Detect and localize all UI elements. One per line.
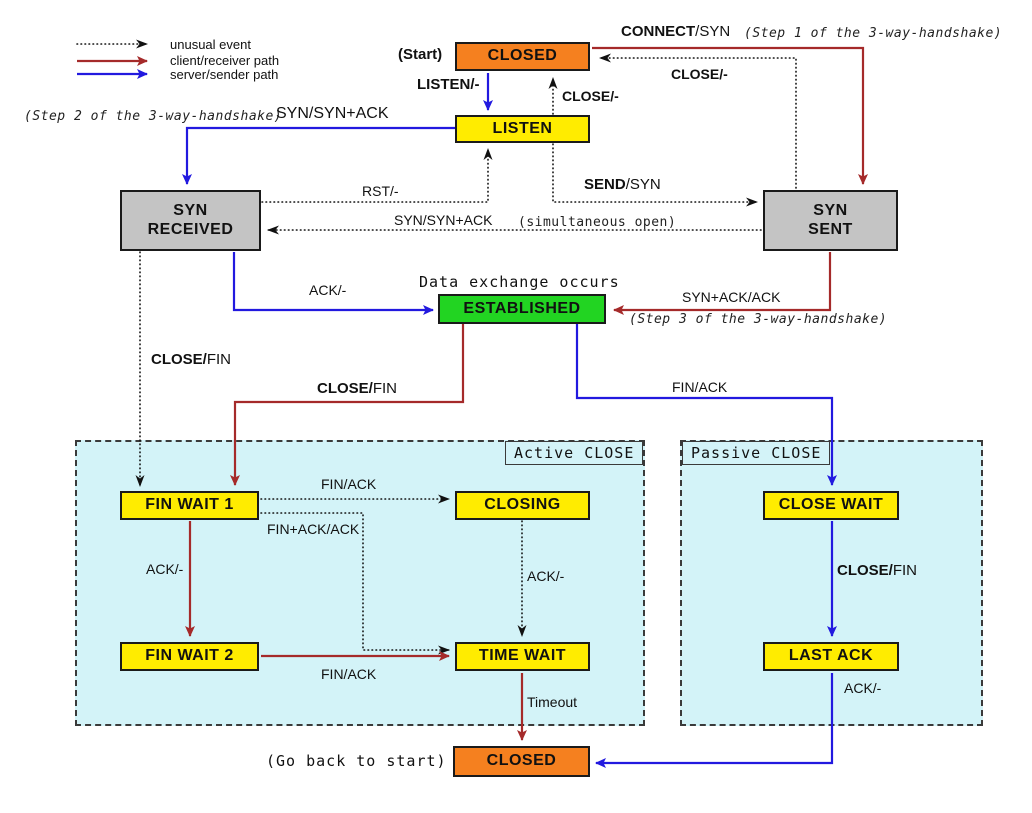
label-rest-part: FIN/ACK xyxy=(321,666,377,682)
simultaneous-open-annotation: (simultaneous open) xyxy=(518,215,677,230)
state-closed-start: CLOSED xyxy=(455,42,590,71)
state-time-wait: TIME WAIT xyxy=(455,642,590,671)
label-rest-part: FIN xyxy=(892,562,918,579)
arrow-established-to-finwait1 xyxy=(230,324,465,486)
arrow-closed-to-synsent xyxy=(592,46,868,185)
state-label: ESTABLISHED xyxy=(463,299,581,317)
state-label-line1: SYN xyxy=(173,202,208,220)
label-rest-part: Timeout xyxy=(527,694,578,710)
data-exchange-annotation: Data exchange occurs xyxy=(419,273,620,291)
state-label: CLOSING xyxy=(484,496,561,514)
start-annotation: (Start) xyxy=(398,46,443,63)
label-fin-ack-finwait2: FIN/ACK xyxy=(321,666,377,682)
state-listen: LISTEN xyxy=(455,115,590,143)
label-timeout: Timeout xyxy=(527,694,578,710)
label-ack-established: ACK/- xyxy=(309,282,347,298)
label-ack-lastack: ACK/- xyxy=(844,680,882,696)
legend-item-server-path: server/sender path xyxy=(170,67,279,82)
state-label: TIME WAIT xyxy=(478,647,567,665)
legend-item-unusual-event: unusual event xyxy=(170,37,251,52)
state-label: CLOSED xyxy=(487,47,558,65)
label-rst: RST/- xyxy=(362,183,399,199)
passive-close-label: Passive CLOSE xyxy=(682,441,831,465)
state-label-line2: SENT xyxy=(808,220,853,238)
label-finack-ack: FIN+ACK/ACK xyxy=(267,521,360,537)
label-bold-part: SEND xyxy=(584,176,626,193)
state-last-ack: LAST ACK xyxy=(763,642,899,671)
legend-item-client-path: client/receiver path xyxy=(170,53,280,68)
state-label-line2: RECEIVED xyxy=(147,220,234,238)
state-syn-sent: SYN SENT xyxy=(763,190,898,251)
state-label: FIN WAIT 1 xyxy=(145,496,234,514)
label-rest-part: SYN/SYN+ACK xyxy=(276,105,389,122)
label-rest-part: FIN+ACK/ACK xyxy=(267,521,360,537)
state-label: LISTEN xyxy=(492,119,553,137)
label-syn-synack-step2: SYN/SYN+ACK xyxy=(276,105,388,123)
label-close-fin-closewait: CLOSE/FIN xyxy=(837,562,918,580)
state-fin-wait-1: FIN WAIT 1 xyxy=(120,491,259,520)
label-rest-part: FIN/ACK xyxy=(321,476,377,492)
label-close-listen: CLOSE/- xyxy=(562,88,619,104)
label-rest-part: FIN/ACK xyxy=(672,379,728,395)
label-bold-part: LISTEN/- xyxy=(417,76,480,93)
label-rest-part: SYN+ACK/ACK xyxy=(682,289,781,305)
active-close-region xyxy=(75,440,645,726)
label-rest-part: ACK/- xyxy=(146,561,184,577)
label-close-fin-left: CLOSE/FIN xyxy=(151,351,232,369)
label-rest-part: /SYN xyxy=(625,176,661,193)
state-closing: CLOSING xyxy=(455,491,590,520)
arrow-listen-to-synreceived xyxy=(182,126,455,185)
label-bold-part: CLOSE/ xyxy=(151,351,207,368)
arrow-listen-to-synsent xyxy=(552,143,758,207)
label-bold-part: CLOSE/ xyxy=(317,380,373,397)
label-connect-syn: CONNECT/SYN xyxy=(621,23,731,41)
label-rest-part: FIN xyxy=(372,380,398,397)
state-label: LAST ACK xyxy=(788,647,874,665)
step1-annotation: (Step 1 of the 3-way-handshake) xyxy=(744,26,1003,41)
arrow-lastack-to-closed xyxy=(595,673,834,768)
label-fin-ack-finwait1: FIN/ACK xyxy=(321,476,377,492)
arrow-synreceived-to-established xyxy=(232,252,434,315)
state-syn-received: SYN RECEIVED xyxy=(120,190,261,251)
label-syn-synack-simultaneous: SYN/SYN+ACK xyxy=(394,212,493,228)
arrow-established-to-closewait xyxy=(575,324,837,486)
label-close-fin-mid: CLOSE/FIN xyxy=(317,380,398,398)
label-rest-part: ACK/- xyxy=(527,568,565,584)
arrow-synreceived-to-listen xyxy=(261,148,493,203)
label-close-synsent: CLOSE/- xyxy=(671,66,728,82)
step2-annotation: (Step 2 of the 3-way-handshake) xyxy=(24,109,283,124)
state-label-line1: SYN xyxy=(813,202,848,220)
label-listen-dash: LISTEN/- xyxy=(417,76,480,94)
state-label: FIN WAIT 2 xyxy=(145,647,234,665)
step3-annotation: (Step 3 of the 3-way-handshake) xyxy=(629,312,888,327)
state-label: CLOSED xyxy=(486,752,557,770)
label-send-syn: SEND/SYN xyxy=(584,176,661,194)
label-rest-part: SYN/SYN+ACK xyxy=(394,212,493,228)
go-back-annotation: (Go back to start) xyxy=(266,752,447,770)
label-rest-part: ACK/- xyxy=(309,282,347,298)
label-bold-part: CLOSE/- xyxy=(562,88,619,104)
active-close-label: Active CLOSE xyxy=(505,441,644,465)
state-close-wait: CLOSE WAIT xyxy=(763,491,899,520)
label-rest-part: FIN xyxy=(206,351,232,368)
state-closed-end: CLOSED xyxy=(453,746,590,777)
label-fin-ack-right: FIN/ACK xyxy=(672,379,728,395)
label-synack-ack: SYN+ACK/ACK xyxy=(682,289,781,305)
label-bold-part: CLOSE/- xyxy=(671,66,728,82)
state-fin-wait-2: FIN WAIT 2 xyxy=(120,642,259,671)
state-established: ESTABLISHED xyxy=(438,294,606,324)
label-rest-part: /SYN xyxy=(695,23,731,40)
label-rest-part: ACK/- xyxy=(844,680,882,696)
label-bold-part: CLOSE/ xyxy=(837,562,893,579)
arrow-synsent-to-established xyxy=(613,252,832,315)
label-ack-closing: ACK/- xyxy=(527,568,565,584)
state-label: CLOSE WAIT xyxy=(778,496,884,514)
arrow-synsent-to-closed xyxy=(599,53,797,189)
label-ack-finwait1: ACK/- xyxy=(146,561,184,577)
label-bold-part: CONNECT xyxy=(621,23,696,40)
label-rest-part: RST/- xyxy=(362,183,399,199)
